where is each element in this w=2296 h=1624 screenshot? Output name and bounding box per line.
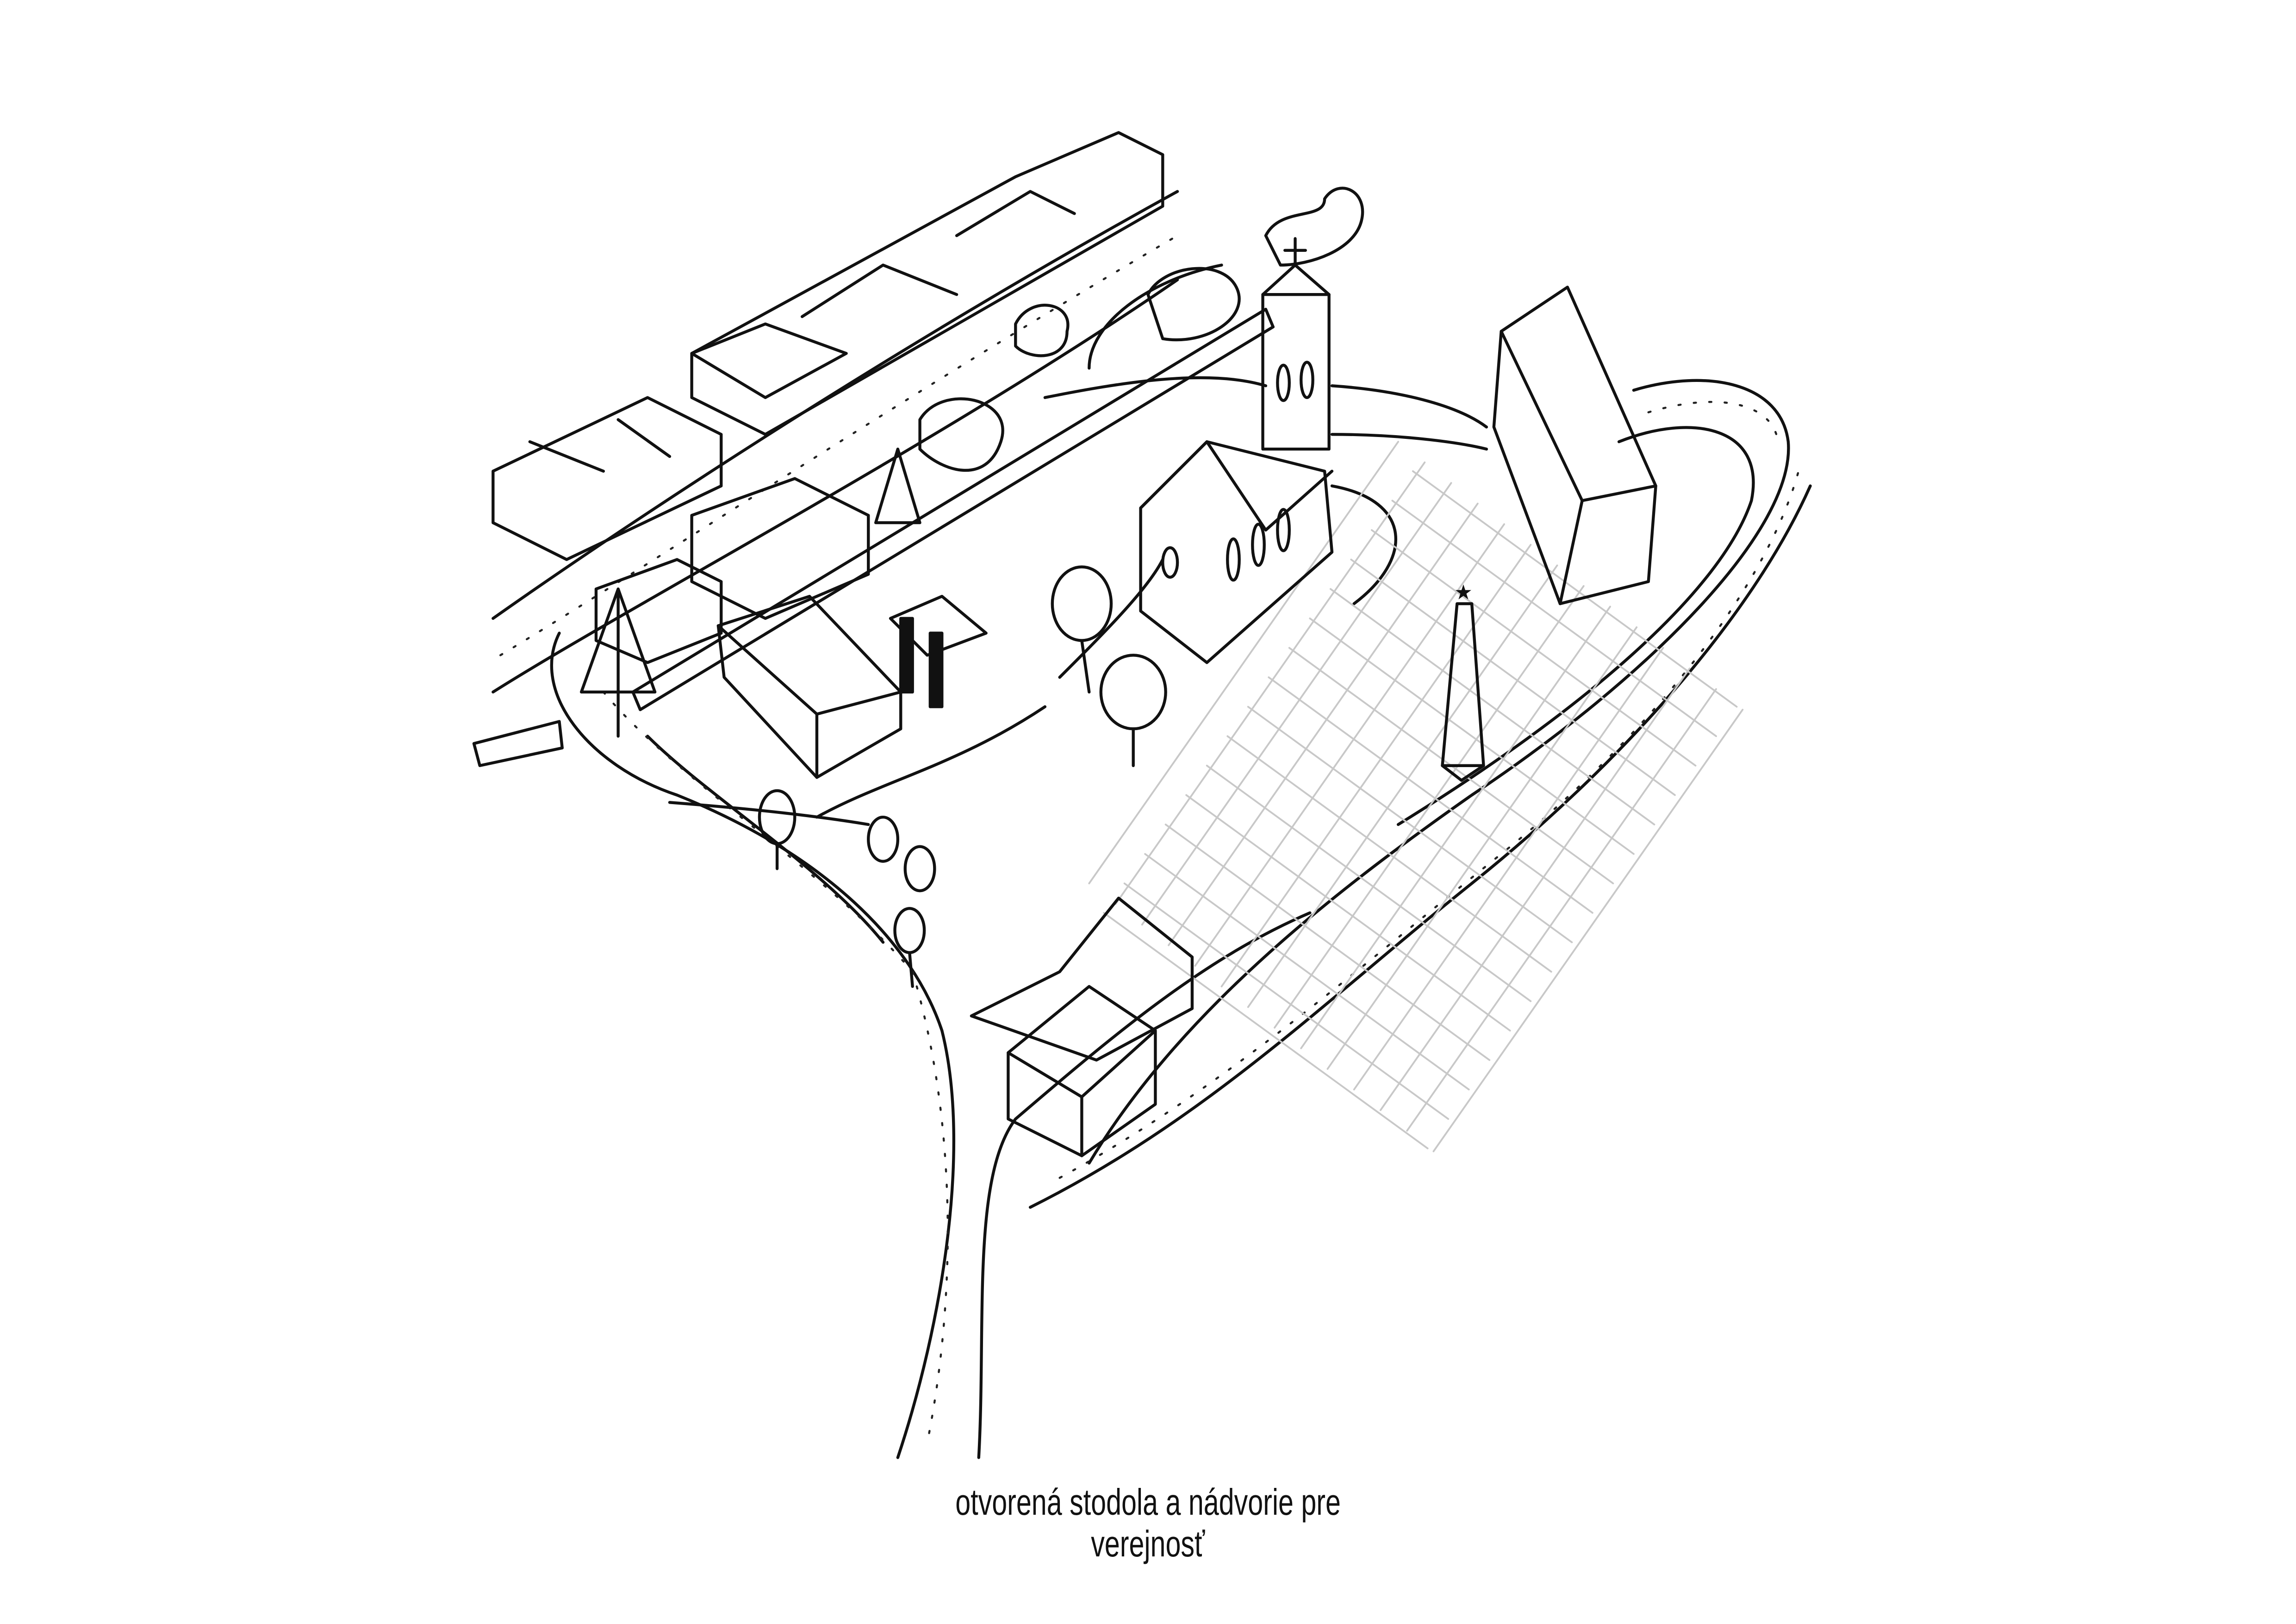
barn (716, 594, 988, 779)
church (1139, 237, 1334, 664)
svg-text:★: ★ (1454, 581, 1473, 604)
grid-line (1268, 676, 1593, 914)
grid-line (1144, 853, 1470, 1091)
caption-text-1: otvorená stodola a nádvorie pre (955, 1481, 1341, 1523)
grid-line (1123, 882, 1450, 1120)
caption-line-1: otvorená stodola a nádvorie pre (0, 1481, 2296, 1523)
obelisk: ★ (1441, 581, 1485, 782)
grid-line (1206, 764, 1532, 1002)
grid-line (1412, 470, 1738, 708)
grid-line (1391, 500, 1717, 737)
grid-line (1329, 588, 1655, 825)
grid-line (1370, 529, 1697, 767)
grid-line (1309, 617, 1635, 855)
grid-line (1141, 482, 1452, 926)
grid-line (1226, 735, 1552, 973)
grid-line (1300, 606, 1611, 1049)
grid-line (1247, 564, 1558, 1008)
hatched-wall (472, 307, 1275, 768)
grid-line (1274, 585, 1585, 1029)
grid-line (1194, 523, 1505, 967)
grid-line (1380, 668, 1691, 1111)
row-houses (492, 131, 1164, 664)
grid-line (1247, 706, 1573, 943)
grid-line (1168, 502, 1479, 946)
paved-square-grid (1088, 441, 1744, 1152)
grid-line (1088, 441, 1400, 885)
grid-line (1103, 912, 1429, 1149)
roads (492, 190, 1812, 1459)
caption-line-2: verejnosť (0, 1523, 2296, 1565)
bottom-houses (970, 896, 1194, 1157)
grid-line (1185, 794, 1511, 1032)
grid-line (1220, 543, 1532, 987)
grid-line (1326, 626, 1638, 1070)
caption-text-2: verejnosť (1091, 1523, 1205, 1564)
trees (579, 187, 1364, 988)
grid-line (1164, 824, 1491, 1061)
grid-line (1406, 688, 1717, 1132)
grid-line (1114, 461, 1426, 905)
grid-line (1353, 647, 1664, 1091)
grid-line (1432, 709, 1744, 1152)
grid-line (1350, 558, 1676, 796)
long-building (1492, 286, 1657, 606)
